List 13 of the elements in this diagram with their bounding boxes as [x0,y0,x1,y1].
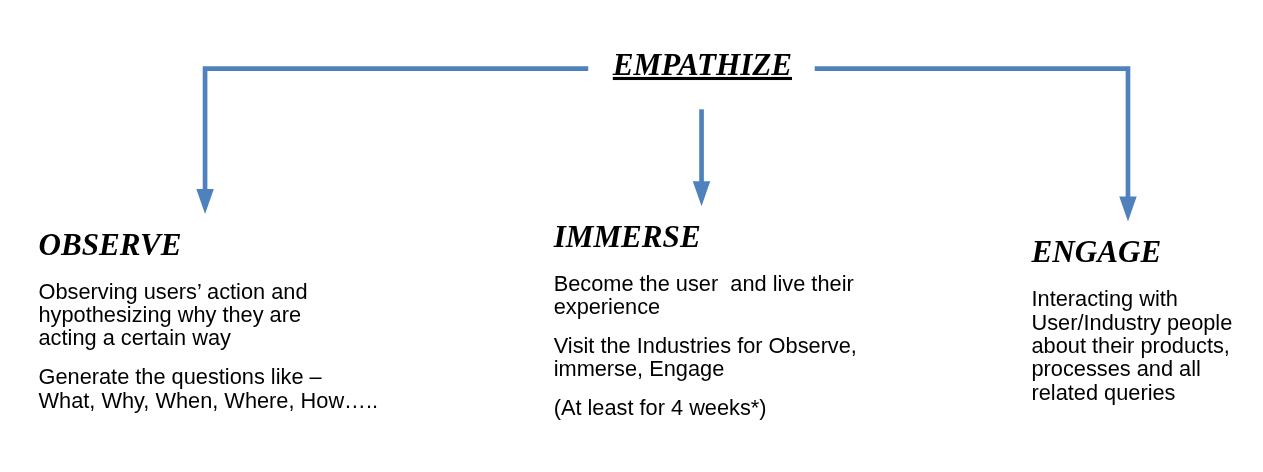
node-label: Observing users’ action and hypothesizing why they are acting a certain way [38,278,308,351]
arrow [692,109,711,207]
node-label: (At least for 4 weeks*) [553,395,767,421]
node-text: EMPATHIZE [612,46,793,82]
node-label: Visit the Industries for Observe, immerse, Engage [553,333,857,382]
arrow [814,66,1137,222]
node-text: IMMERSE [553,218,701,254]
arrow [196,66,589,215]
node-text: OBSERVE [38,226,182,262]
node-label: Become the user and live their experience [553,270,854,320]
node-text: ENGAGE [1031,234,1162,270]
node-label: Generate the questions like – What, Why, When, Where, How….. [38,364,378,413]
node-label: Interacting with User/Industry people about their products, processes and all related queries [1031,286,1233,405]
